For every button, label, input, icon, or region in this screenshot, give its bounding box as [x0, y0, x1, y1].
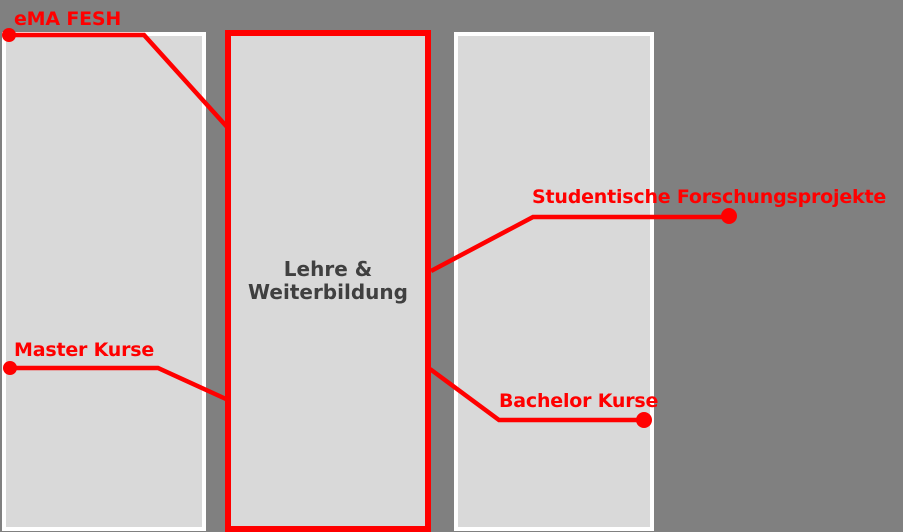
center-panel-title: Lehre & Weiterbildung: [248, 257, 408, 304]
panel-right: [454, 32, 654, 531]
callout-label-bachelor-kurse: Bachelor Kurse: [499, 390, 659, 412]
callout-label-studentische-forschungsprojekte: Studentische Forschungsprojekte: [532, 186, 887, 208]
callout-label-ema-fesh: eMA FESH: [14, 8, 122, 30]
callout-dot-studentische: [721, 208, 737, 224]
panel-left: [2, 32, 206, 531]
callout-label-master-kurse: Master Kurse: [14, 339, 155, 361]
panel-center-lehre-weiterbildung: Lehre & Weiterbildung: [225, 30, 431, 532]
